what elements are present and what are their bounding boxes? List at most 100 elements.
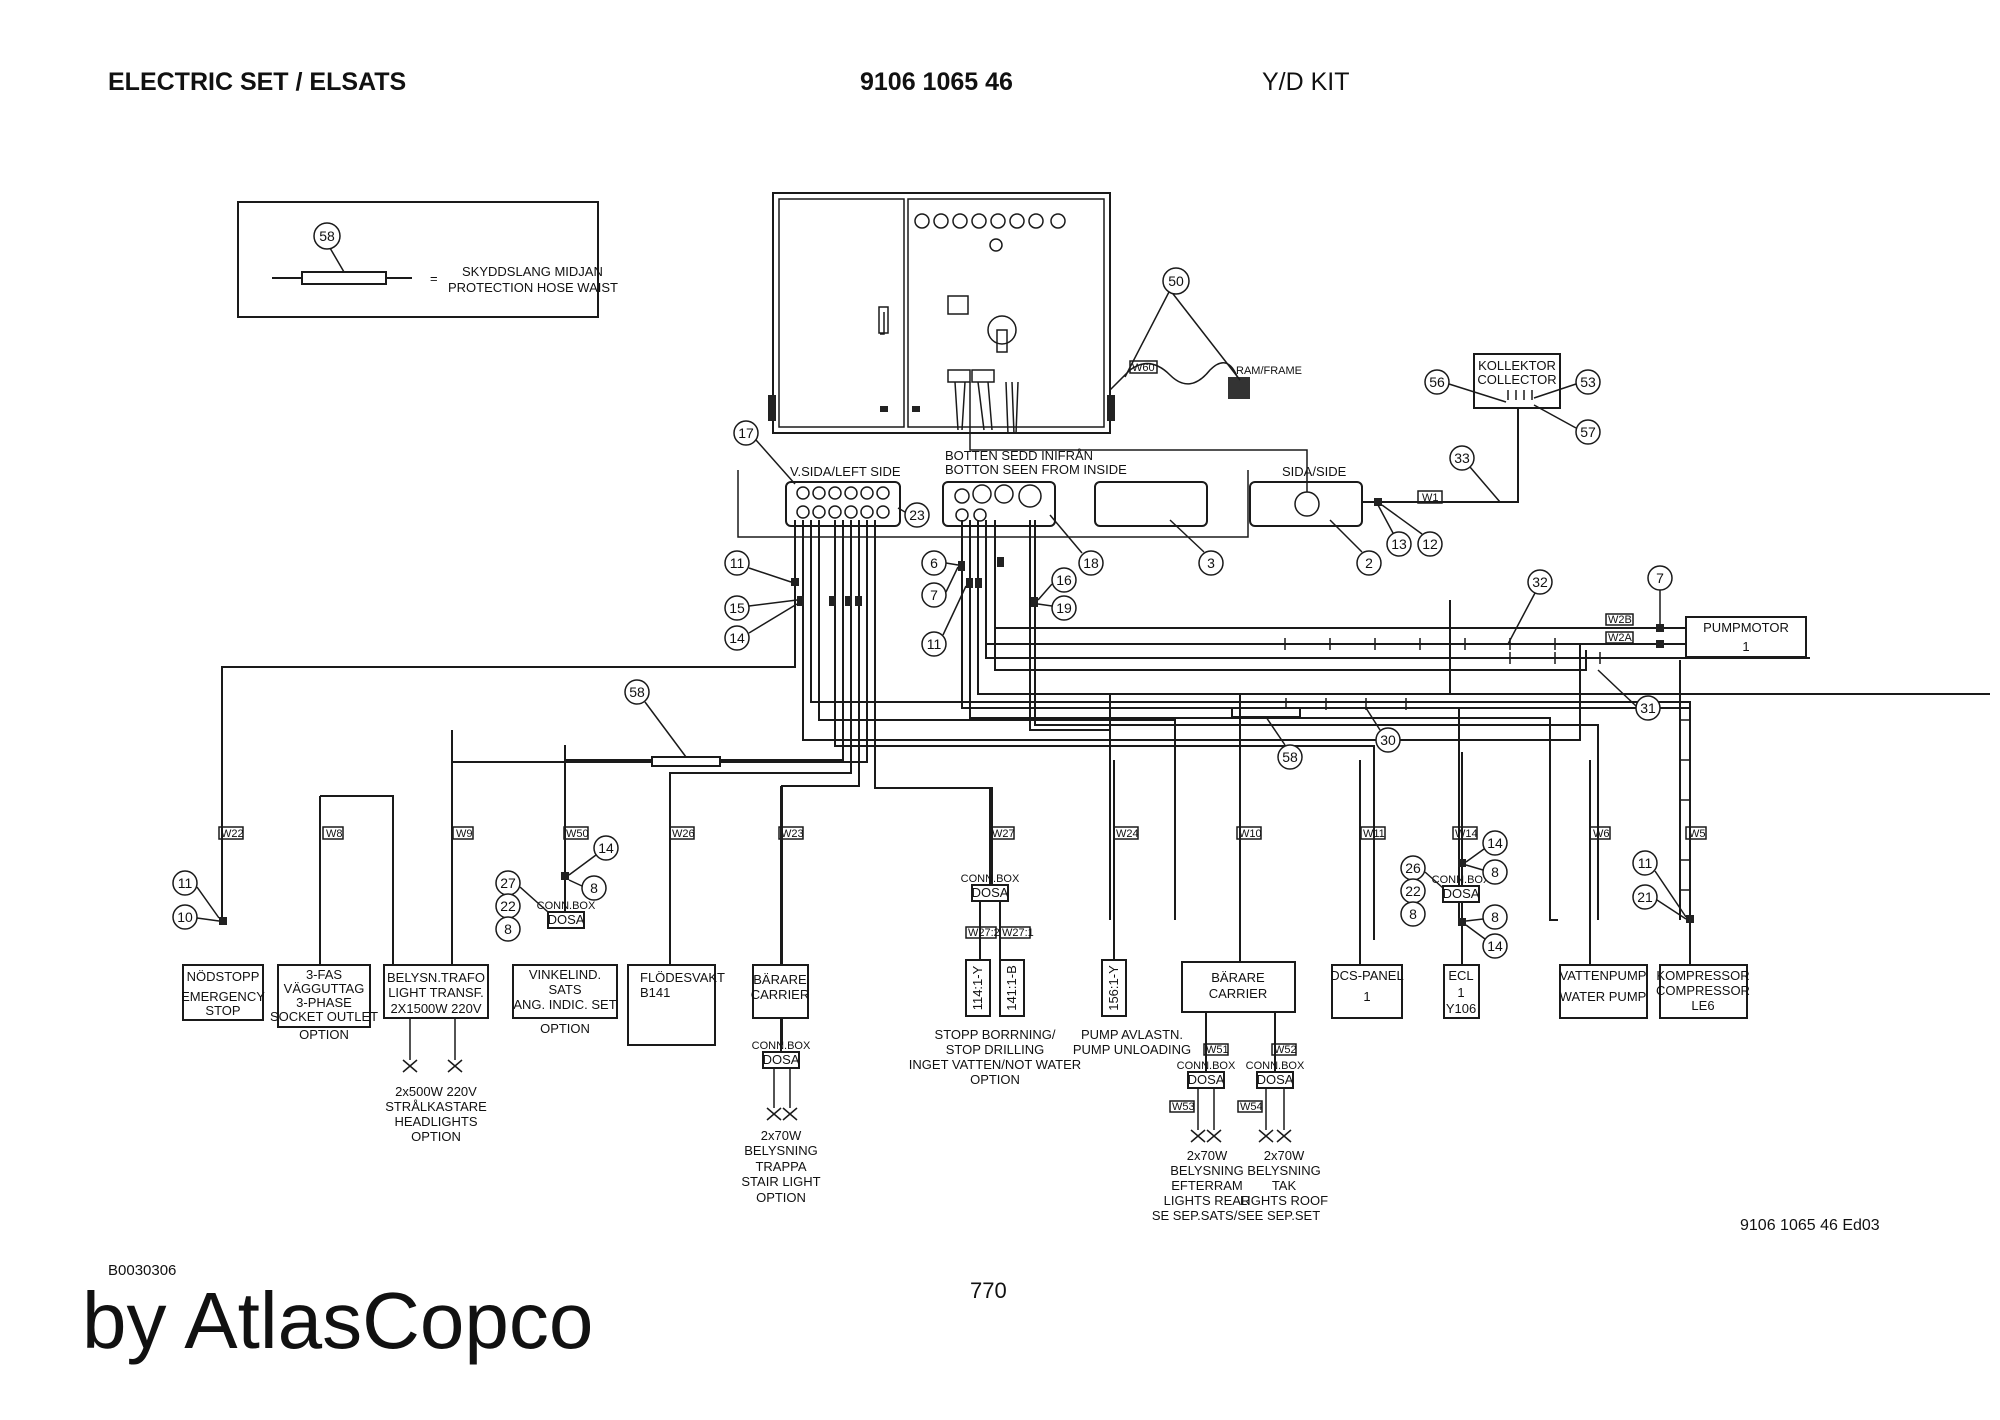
dcs-line-1: DCS-PANEL <box>1330 968 1403 983</box>
wire-w8: W8 <box>326 828 343 840</box>
relay-141 <box>999 959 1025 1017</box>
nodstopp-line-1: NÖDSTOPP <box>187 969 260 984</box>
barare1-line-2: CARRIER <box>751 987 810 1002</box>
stair-line-4: STAIR LIGHT <box>741 1174 820 1189</box>
fas-line-4: SOCKET OUTLET <box>270 1009 378 1024</box>
collector-line-2: COLLECTOR <box>1477 372 1556 387</box>
wire-w5: W5 <box>1689 828 1706 840</box>
dosa-ecl: DOSA <box>1443 886 1480 901</box>
water-pump: VATTENPUMP WATER PUMP <box>1559 964 1648 1019</box>
rear-line-2: BELYSNING <box>1170 1163 1243 1178</box>
roof-line-4: LIGHTS ROOF <box>1240 1193 1328 1208</box>
wire-w10: W10 <box>1239 828 1262 840</box>
ref-14-ecl-bottom: 14 <box>1487 938 1503 954</box>
dcs-panel: DCS-PANEL 1 <box>1330 964 1404 1019</box>
ref-16: 16 <box>1056 572 1072 588</box>
bottom-gland-plate <box>942 481 1056 527</box>
legend-line-1: SKYDDSLANG MIDJAN <box>462 264 603 279</box>
barare2-line-1: BÄRARE <box>1211 970 1265 985</box>
ref-23: 23 <box>909 507 925 523</box>
wire-w26: W26 <box>672 828 695 840</box>
wire-w24: W24 <box>1116 828 1139 840</box>
dosa-vinkel: DOSA <box>548 912 585 927</box>
rear-line-1: 2x70W <box>1187 1148 1228 1163</box>
fas-line-3: 3-PHASE <box>296 995 352 1010</box>
wire-w23: W23 <box>781 828 804 840</box>
ref-50: 50 <box>1168 273 1184 289</box>
ref-21: 21 <box>1637 889 1653 905</box>
ref-10: 10 <box>177 909 193 925</box>
ref-8-vinkel-b: 8 <box>504 921 512 937</box>
ref-11-mid: 11 <box>927 636 942 652</box>
wire-w27-1: W27:1 <box>1002 927 1034 939</box>
ref-18: 18 <box>1083 555 1099 571</box>
nodstopp-line-2: EMERGENCY <box>181 989 265 1004</box>
relay-156-label: 156:1-Y <box>1106 965 1121 1011</box>
wire-w53: W53 <box>1172 1101 1195 1113</box>
rear-line-5: SE SEP.SATS/SEE SEP.SET <box>1152 1208 1320 1223</box>
ref-30: 30 <box>1380 732 1396 748</box>
ecl-line-1: ECL <box>1448 968 1473 983</box>
headlights-line-1: 2x500W 220V <box>395 1084 477 1099</box>
ref-14-ecl-top: 14 <box>1487 835 1503 851</box>
ref-11-kompr: 11 <box>1638 855 1653 871</box>
ref-26: 26 <box>1405 860 1421 876</box>
left-gland-plate <box>785 481 901 527</box>
ref-58-left: 58 <box>629 684 645 700</box>
fas-line-5: OPTION <box>299 1027 349 1042</box>
nodstopp-line-3: STOP <box>205 1003 240 1018</box>
connbox-stopp: CONN.BOX <box>961 873 1020 885</box>
relay-156 <box>1101 959 1127 1017</box>
ref-22-vinkel: 22 <box>500 898 516 914</box>
barare1-line-1: BÄRARE <box>753 972 807 987</box>
fas-line-2: VÄGGUTTAG <box>284 981 365 996</box>
wire-w27-2: W27:2 <box>968 927 1000 939</box>
wire-w54: W54 <box>1240 1101 1263 1113</box>
rear-line-4: LIGHTS REAR <box>1164 1193 1251 1208</box>
ref-7-right: 7 <box>1656 570 1664 586</box>
wire-w50: W50 <box>566 828 589 840</box>
wire-w2b: W2B <box>1608 614 1632 626</box>
vinkel-line-4: OPTION <box>540 1021 590 1036</box>
ref-14-top: 14 <box>729 630 745 646</box>
ecl-valve: ECL 1 Y106 <box>1443 964 1480 1019</box>
stopp-line-3: INGET VATTEN/NOT WATER <box>909 1057 1081 1072</box>
ref-11-top: 11 <box>730 555 745 571</box>
wire-w14: W14 <box>1455 828 1478 840</box>
ref-22-ecl: 22 <box>1405 883 1421 899</box>
ecl-line-3: Y106 <box>1446 1001 1476 1016</box>
wire-w27: W27 <box>992 828 1015 840</box>
carrier-rear-roof: BÄRARE CARRIER <box>1181 961 1296 1013</box>
kit-label: Y/D KIT <box>1262 68 1350 96</box>
ref-31: 31 <box>1640 700 1656 716</box>
fas-line-1: 3-FAS <box>306 967 342 982</box>
dosa-rear: DOSA <box>1188 1072 1225 1087</box>
wire-w52: W52 <box>1274 1044 1297 1056</box>
ref-11-nod: 11 <box>178 875 193 891</box>
ref-14-vinkel: 14 <box>598 840 614 856</box>
stair-line-2: BELYSNING <box>744 1143 817 1158</box>
ref-19: 19 <box>1056 600 1072 616</box>
angle-indicator-set: VINKELIND. SATS ANG. INDIC. SET OPTION <box>512 964 618 1036</box>
stair-line-5: OPTION <box>756 1190 806 1205</box>
wire-w51: W51 <box>1206 1044 1229 1056</box>
connbox-ecl: CONN.BOX <box>1432 874 1491 886</box>
wire-w11: W11 <box>1363 828 1385 840</box>
stopp-line-2: STOP DRILLING <box>946 1042 1045 1057</box>
ref-3: 3 <box>1207 555 1215 571</box>
ref-56: 56 <box>1429 374 1445 390</box>
belysn-line-2: LIGHT TRANSF. <box>388 985 484 1000</box>
kompr-line-2: COMPRESSOR <box>1656 983 1750 998</box>
headlights-line-4: OPTION <box>411 1129 461 1144</box>
vinkel-line-3: ANG. INDIC. SET <box>513 997 616 1012</box>
stair-lamp-icons <box>766 1107 798 1121</box>
socket-outlet: 3-FAS VÄGGUTTAG 3-PHASE SOCKET OUTLET OP… <box>270 964 378 1042</box>
part-number: 9106 1065 46 <box>860 68 1013 96</box>
frame-label: RAM/FRAME <box>1236 365 1302 377</box>
vinkel-line-2: SATS <box>549 982 582 997</box>
pumpmotor-box: PUMPMOTOR 1 <box>1685 616 1807 658</box>
connbox-vinkel: CONN.BOX <box>537 900 596 912</box>
light-transformer: BELYSN.TRAFO LIGHT TRANSF. 2X1500W 220V <box>383 964 489 1019</box>
kompr-line-1: KOMPRESSOR <box>1656 968 1749 983</box>
